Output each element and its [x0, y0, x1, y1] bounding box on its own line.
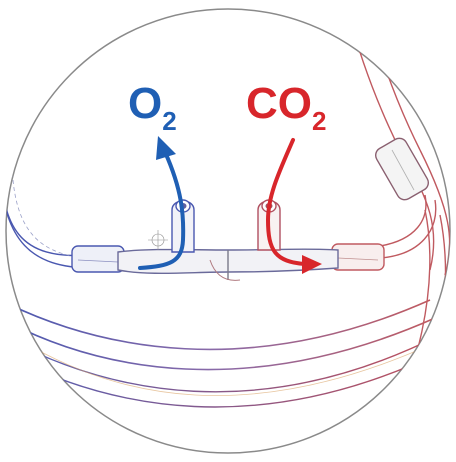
co2-subscript: 2 [312, 106, 326, 136]
o2-subscript: 2 [162, 106, 176, 136]
co2-symbol: CO [246, 79, 312, 128]
cannula-body [71, 199, 385, 281]
co2-flow-arrow [265, 138, 322, 274]
right-tube-sleeve [331, 243, 385, 271]
left-tube-sleeve [71, 245, 125, 273]
tube-connector-sleeve [375, 137, 429, 201]
o2-symbol: O [128, 79, 162, 128]
co2-label: CO2 [246, 79, 326, 136]
o2-label: O2 [128, 79, 177, 136]
o2-flow-arrow [138, 136, 186, 270]
circle-frame [5, 8, 451, 454]
